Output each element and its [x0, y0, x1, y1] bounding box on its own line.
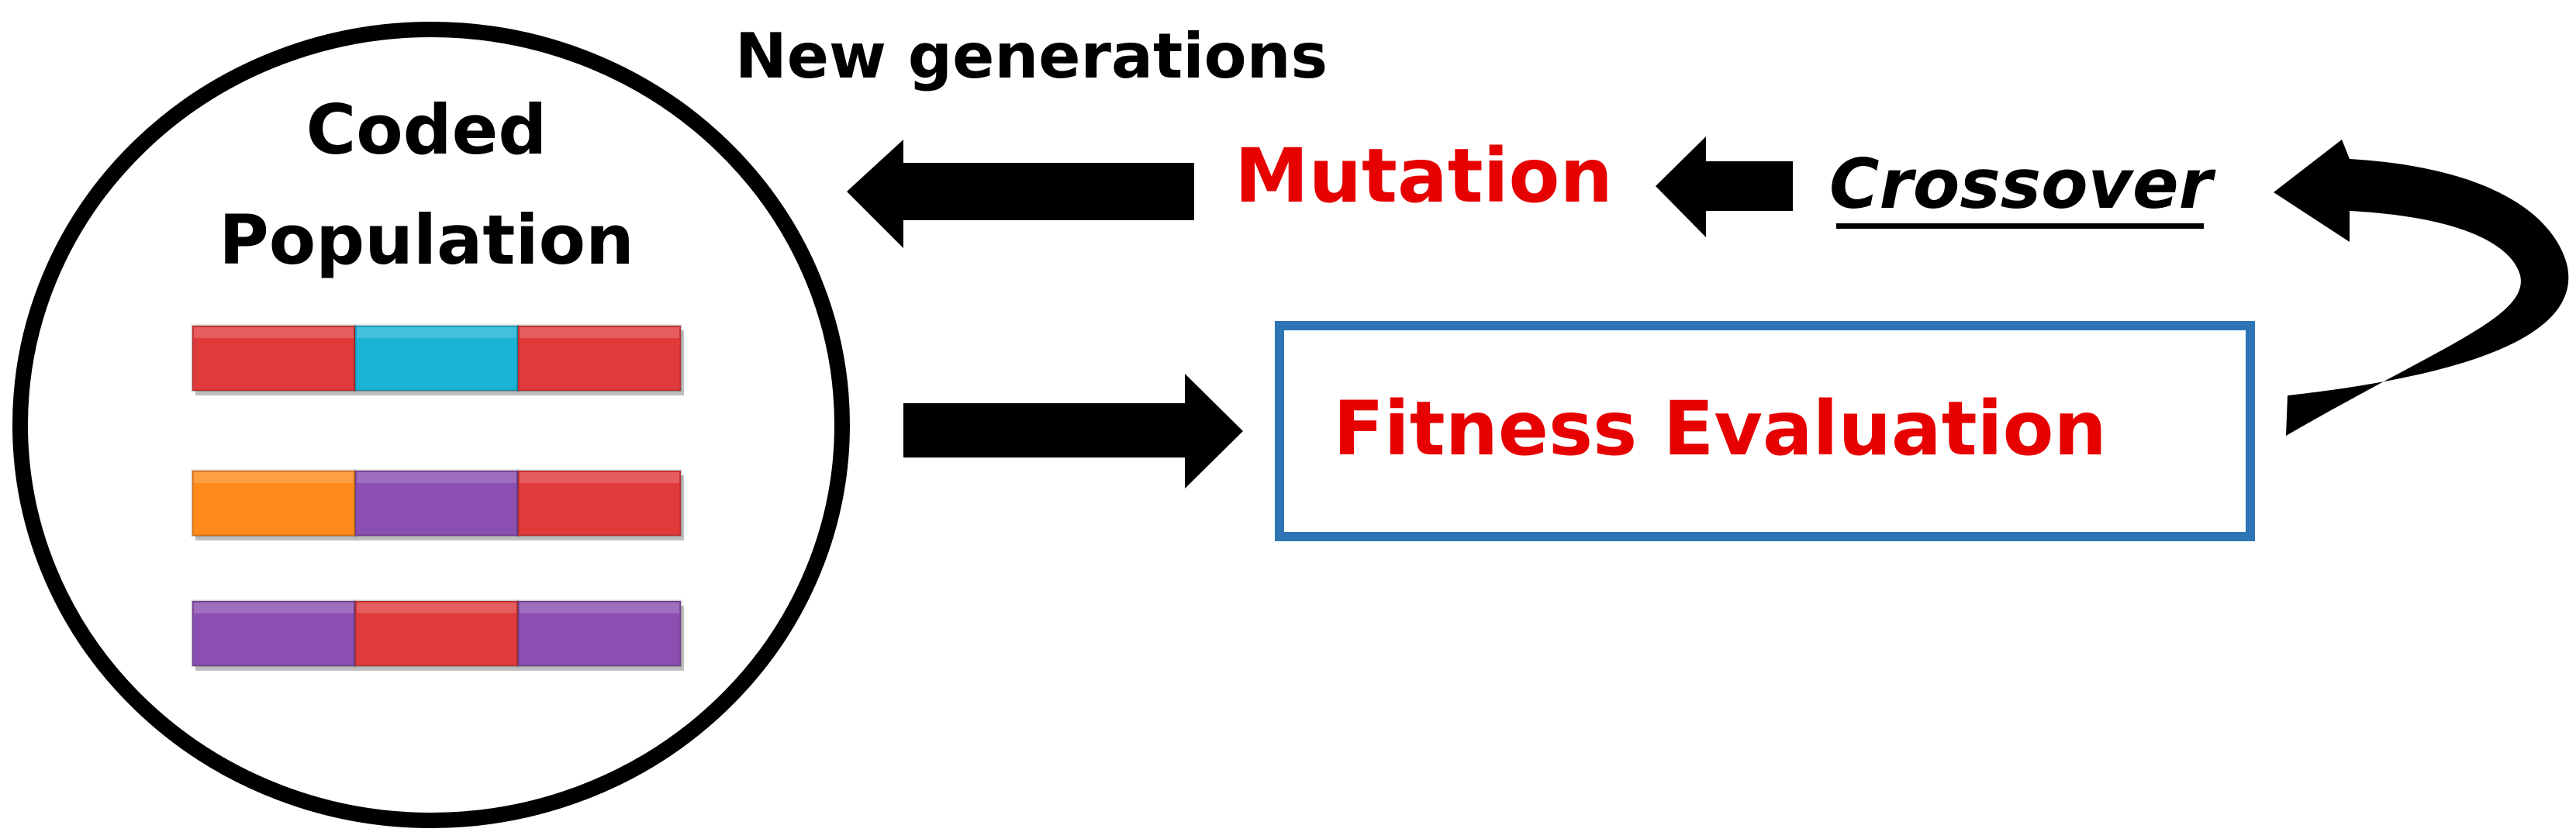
- new-generations-label: New generations: [735, 20, 1328, 92]
- population-to-fitness-arrow: [903, 374, 1243, 489]
- crossover-to-mutation-arrow: [1656, 136, 1793, 237]
- gene-segment-orange: [191, 469, 357, 537]
- mutation-label: Mutation: [1234, 133, 1613, 219]
- chromosome-list: [191, 324, 684, 671]
- crossover-underline: [1836, 223, 2204, 229]
- new-generations-arrow: [847, 140, 1194, 248]
- coded-population-label-line1: Coded: [306, 90, 547, 170]
- population-circle: [12, 22, 850, 828]
- gene-segment-red: [516, 324, 682, 392]
- gene-segment-highlight: [520, 327, 679, 338]
- coded-population-label-line2: Population: [219, 200, 634, 280]
- gene-segment-highlight: [520, 472, 679, 483]
- chromosome-3: [191, 599, 684, 671]
- gene-segment-highlight: [194, 602, 354, 613]
- gene-segment-highlight: [194, 327, 354, 338]
- gene-segment-highlight: [357, 327, 516, 338]
- fitness-evaluation-label: Fitness Evaluation: [1333, 385, 2107, 472]
- gene-segment-highlight: [194, 472, 354, 483]
- fitness-to-crossover-curved-arrow: [2274, 140, 2569, 436]
- chromosome-1: [191, 324, 684, 395]
- crossover-label: Crossover: [1829, 144, 2216, 224]
- gene-segment-purple: [354, 469, 520, 537]
- gene-segment-red: [191, 324, 357, 392]
- gene-segment-purple: [191, 599, 357, 668]
- fitness-evaluation-box: [1275, 321, 2255, 541]
- gene-segment-red: [354, 599, 520, 668]
- chromosome-2: [191, 469, 684, 540]
- gene-segment-purple: [516, 599, 682, 668]
- gene-segment-highlight: [357, 472, 516, 483]
- gene-segment-highlight: [357, 602, 516, 613]
- gene-segment-red: [516, 469, 682, 537]
- gene-segment-highlight: [520, 602, 679, 613]
- gene-segment-cyan: [354, 324, 520, 392]
